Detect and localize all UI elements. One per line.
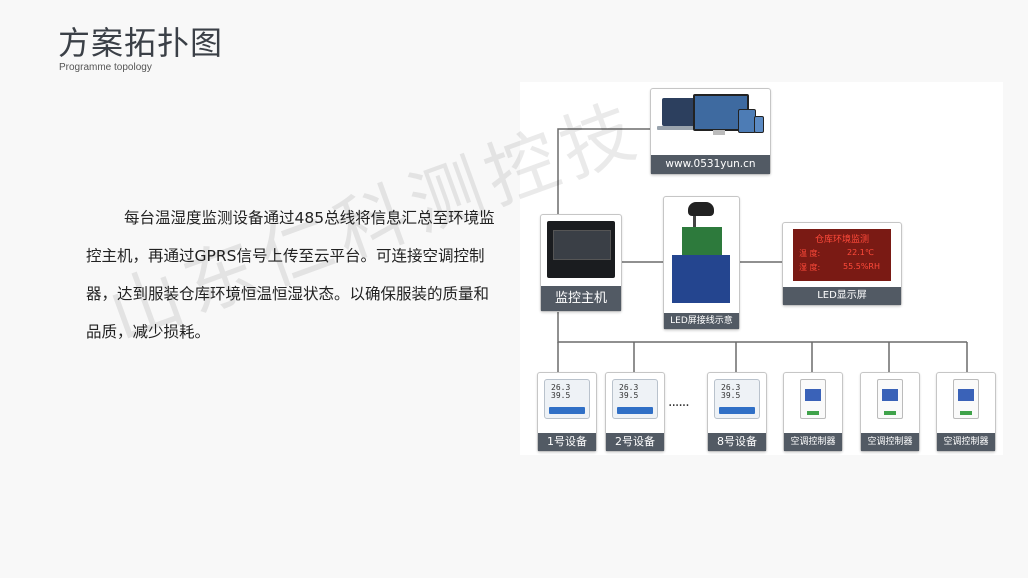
ac-controller-icon bbox=[800, 379, 826, 419]
ac-controller-card-3: 空调控制器 bbox=[936, 372, 996, 452]
led-label: LED显示屏 bbox=[783, 287, 901, 305]
ac-controller-card-1: 空调控制器 bbox=[783, 372, 843, 452]
led-line2-label: 湿 度: bbox=[799, 263, 821, 272]
device-ellipsis: ······ bbox=[668, 398, 690, 414]
led-line1-label: 温 度: bbox=[799, 249, 821, 258]
led-title: 仓库环境监测 bbox=[814, 235, 869, 245]
cable-icon bbox=[693, 216, 696, 228]
device-label: 2号设备 bbox=[606, 433, 664, 451]
page-subtitle: Programme topology bbox=[59, 62, 152, 73]
wiring-label: LED屏接线示意 bbox=[664, 313, 739, 329]
topology-diagram: www.0531yun.cn 监控主机 LED屏接线示意 仓库环境监测 温 度:… bbox=[520, 82, 1003, 455]
host-label: 监控主机 bbox=[541, 286, 621, 311]
led-wiring-card: LED屏接线示意 bbox=[663, 196, 740, 330]
led-display-icon: 仓库环境监测 温 度: 22.1℃ 湿 度: 55.5%RH bbox=[793, 229, 891, 281]
controller-label: 空调控制器 bbox=[784, 433, 842, 451]
led-line2-value: 55.5%RH bbox=[843, 262, 880, 271]
ac-controller-icon bbox=[877, 379, 903, 419]
controller-label: 空调控制器 bbox=[937, 433, 995, 451]
cloud-url-label: www.0531yun.cn bbox=[651, 155, 770, 174]
phone-icon bbox=[754, 116, 764, 133]
device-label: 1号设备 bbox=[538, 433, 596, 451]
monitoring-host-card: 监控主机 bbox=[540, 214, 622, 312]
antenna-icon bbox=[688, 202, 714, 216]
ac-controller-card-2: 空调控制器 bbox=[860, 372, 920, 452]
line-host-to-cloud bbox=[557, 128, 650, 214]
description-text: 每台温湿度监测设备通过485总线将信息汇总至环境监控主机，再通过GPRS信号上传… bbox=[86, 209, 495, 341]
module-icon bbox=[682, 227, 722, 257]
monitor-stand-icon bbox=[713, 130, 725, 135]
device-label: 8号设备 bbox=[708, 433, 766, 451]
description-paragraph: 每台温湿度监测设备通过485总线将信息汇总至环境监控主机，再通过GPRS信号上传… bbox=[86, 199, 498, 351]
line-bus-main bbox=[557, 310, 967, 343]
controller-label: 空调控制器 bbox=[861, 433, 919, 451]
led-line1-value: 22.1℃ bbox=[847, 248, 874, 257]
ac-controller-icon bbox=[953, 379, 979, 419]
host-display-icon bbox=[553, 230, 611, 260]
led-screen-card: 仓库环境监测 温 度: 22.1℃ 湿 度: 55.5%RH LED显示屏 bbox=[782, 222, 902, 306]
cloud-platform-card: www.0531yun.cn bbox=[650, 88, 771, 175]
controller-board-icon bbox=[672, 255, 730, 303]
laptop-base-icon bbox=[657, 126, 707, 130]
page-title: 方案拓扑图 bbox=[58, 24, 224, 62]
connection-lines bbox=[557, 128, 968, 372]
